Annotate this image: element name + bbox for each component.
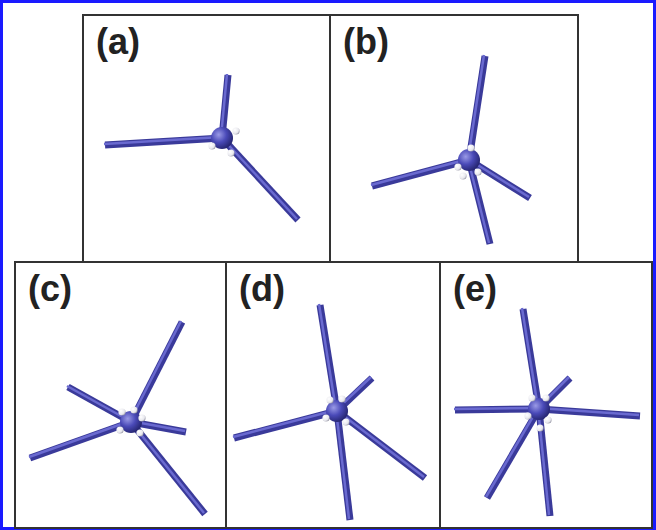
bond-highlight [67, 386, 130, 421]
bond-highlight [538, 408, 639, 415]
bond-highlight [336, 410, 424, 477]
figure-panel: (b) [329, 14, 579, 263]
bond-stick [487, 409, 539, 498]
bond-stick [469, 56, 485, 160]
bond-stick [105, 138, 222, 145]
bond-highlight [233, 410, 336, 437]
bond-stick [320, 305, 337, 411]
hydrogen-atom [536, 424, 543, 431]
hydrogen-atom [322, 414, 329, 421]
figure-panel: (a) [82, 14, 331, 263]
bond-highlight [371, 159, 468, 185]
figure-panel: (c) [14, 261, 227, 529]
bond-highlight [319, 304, 336, 410]
hydrogen-atom [454, 163, 461, 170]
bond-highlight [336, 410, 349, 519]
hydrogen-atom [208, 142, 215, 149]
hydrogen-atom [227, 149, 234, 156]
bond-highlight [221, 137, 297, 219]
bond-highlight [486, 408, 538, 497]
hydrogen-atom [474, 168, 481, 175]
molecule [104, 74, 298, 220]
bond-highlight [538, 408, 549, 515]
bond-stick [372, 160, 469, 186]
figure-panel: (d) [225, 261, 441, 529]
hydrogen-atom [459, 172, 466, 179]
panel-label: (d) [239, 271, 285, 307]
bond-highlight [468, 159, 489, 243]
molecule [371, 55, 530, 244]
molecule [233, 304, 425, 520]
bond-highlight [130, 321, 181, 421]
bond-stick [222, 138, 298, 220]
bond-stick [337, 411, 350, 520]
hydrogen-atom [138, 414, 145, 421]
panel-label: (e) [453, 271, 497, 307]
bond-stick [337, 411, 425, 478]
bond-highlight [104, 137, 221, 144]
hydrogen-atom [342, 418, 349, 425]
bond-highlight [29, 421, 130, 457]
bond-stick [469, 160, 490, 244]
hydrogen-atom [232, 127, 239, 134]
hydrogen-atom [467, 144, 474, 151]
bond-highlight [522, 308, 538, 408]
bond-stick [234, 411, 337, 438]
bond-stick [30, 422, 131, 458]
hydrogen-atom [116, 426, 123, 433]
hydrogen-atom [118, 408, 125, 415]
bond-stick [539, 409, 640, 416]
figure-panel: (e) [439, 261, 653, 529]
bond-stick [131, 422, 205, 514]
hydrogen-atom [130, 406, 137, 413]
bond-stick [523, 309, 539, 409]
panel-label: (b) [343, 24, 389, 60]
panel-label: (a) [96, 24, 140, 60]
molecule [29, 321, 205, 514]
bond-highlight [468, 55, 484, 159]
panel-label: (c) [28, 271, 72, 307]
hydrogen-atom [136, 429, 143, 436]
bond-highlight [130, 421, 204, 513]
hydrogen-atom [524, 412, 531, 419]
hydrogen-atom [528, 394, 535, 401]
bond-stick [131, 322, 182, 422]
bond-highlight [454, 408, 538, 409]
hydrogen-atom [338, 395, 345, 402]
hydrogen-atom [542, 394, 549, 401]
bond-stick [455, 409, 539, 410]
molecule [454, 308, 640, 516]
hydrogen-atom [544, 416, 551, 423]
hydrogen-atom [326, 396, 333, 403]
